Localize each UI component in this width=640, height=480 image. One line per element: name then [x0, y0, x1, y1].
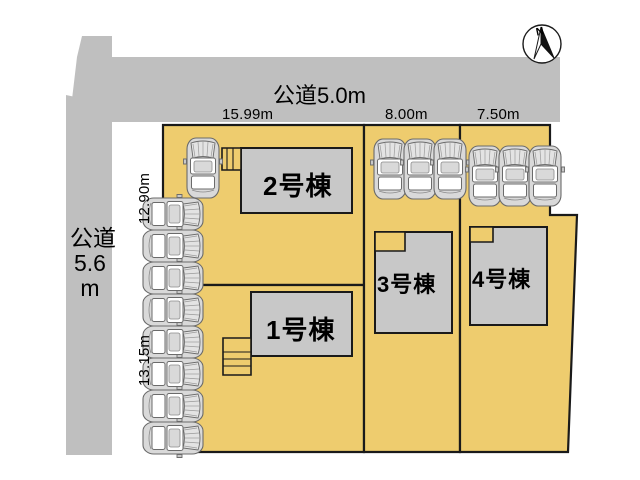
left-road-line-3: m — [80, 275, 100, 301]
left-road-line-2: 5.6 — [74, 250, 106, 276]
dimension-lot3-width: 8.00m — [385, 106, 428, 123]
dimension-lower-depth: 13.15m — [136, 334, 154, 387]
dimension-upper-depth: 12.90m — [136, 172, 154, 225]
top-road-label: 公道5.0m — [273, 83, 366, 108]
building-2 — [221, 147, 353, 214]
dimension-lot4-width: 7.50m — [477, 106, 520, 123]
left-road-line-1: 公道 — [70, 225, 116, 251]
building-4 — [469, 226, 548, 326]
compass-north-icon — [522, 24, 562, 64]
building-2-label: 2号棟 — [263, 171, 333, 201]
parking-car — [142, 289, 204, 331]
parking-car — [142, 417, 204, 459]
dimension-lot2-width: 15.99m — [222, 106, 274, 123]
building-1 — [222, 291, 353, 376]
parking-car — [429, 138, 471, 200]
parking-car — [182, 137, 224, 199]
building-3 — [374, 231, 453, 334]
parking-car — [142, 385, 204, 427]
parking-car — [142, 225, 204, 267]
building-3-label: 3号棟 — [377, 272, 437, 297]
building-4-label: 4号棟 — [472, 267, 532, 292]
building-1-label: 1号棟 — [266, 315, 336, 345]
parking-car — [524, 145, 566, 207]
left-road-label: 公道 5.6 m — [70, 225, 116, 301]
parking-car — [142, 257, 204, 299]
public-road-area — [66, 36, 560, 455]
